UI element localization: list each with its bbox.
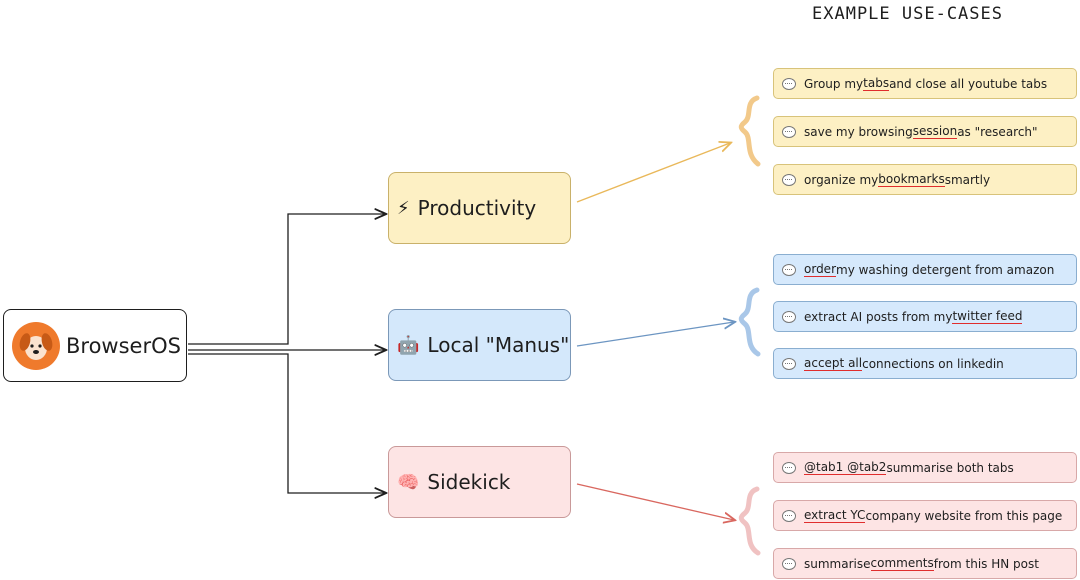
connector-productivity-usecases xyxy=(576,143,730,203)
connector-root-productivity xyxy=(188,214,385,345)
use-case-text: Group my xyxy=(804,76,864,91)
chat-bubble-icon xyxy=(782,77,796,90)
use-case-text: save my browsing xyxy=(804,124,913,139)
chat-bubble-icon xyxy=(782,173,796,186)
use-case-item[interactable]: extract AI posts from my twitter feed xyxy=(773,301,1077,332)
use-case-keyword: comments xyxy=(870,556,934,571)
use-case-keyword: @tab1 @tab2 xyxy=(804,460,887,475)
connector-sidekick-usecases xyxy=(576,483,734,520)
use-case-item[interactable]: @tab1 @tab2 summarise both tabs xyxy=(773,452,1077,483)
chat-bubble-icon xyxy=(782,125,796,138)
lightning-icon: ⚡ xyxy=(397,197,410,219)
robot-icon: 🤖 xyxy=(397,334,420,356)
root-label: BrowserOS xyxy=(66,333,181,358)
use-case-text: summarise xyxy=(804,556,871,571)
use-case-item[interactable]: Group my tabs and close all youtube tabs xyxy=(773,68,1077,99)
browseros-node[interactable]: BrowserOS xyxy=(3,309,187,382)
use-case-item[interactable]: save my browsing session as "research" xyxy=(773,116,1077,147)
category-local-manus[interactable]: 🤖 Local "Manus" xyxy=(388,309,571,381)
use-case-keyword: twitter feed xyxy=(952,309,1023,324)
brace-productivity xyxy=(738,95,761,167)
use-case-text: my washing detergent from amazon xyxy=(836,262,1055,277)
category-label: Local "Manus" xyxy=(427,333,570,357)
use-case-text: smartly xyxy=(944,172,991,187)
use-case-text: as "research" xyxy=(957,124,1038,139)
dog-logo-icon xyxy=(12,321,60,370)
use-cases-title: EXAMPLE USE-CASES xyxy=(812,4,1003,24)
use-case-keyword: bookmarks xyxy=(878,172,945,187)
use-case-text: connections on linkedin xyxy=(862,356,1004,371)
use-case-item[interactable]: summarise comments from this HN post xyxy=(773,548,1077,579)
brain-icon: 🧠 xyxy=(397,471,420,493)
use-case-item[interactable]: order my washing detergent from amazon xyxy=(773,254,1077,285)
brace-sidekick xyxy=(738,486,761,556)
chat-bubble-icon xyxy=(782,357,796,370)
use-case-keyword: accept all xyxy=(804,356,863,371)
use-case-text: extract AI posts from my xyxy=(804,309,953,324)
chat-bubble-icon xyxy=(782,557,796,570)
category-label: Sidekick xyxy=(427,470,511,494)
use-case-item[interactable]: extract YC company website from this pag… xyxy=(773,500,1077,531)
use-case-text: from this HN post xyxy=(933,556,1039,571)
use-case-item[interactable]: accept all connections on linkedin xyxy=(773,348,1077,379)
chat-bubble-icon xyxy=(782,310,796,323)
chat-bubble-icon xyxy=(782,509,796,522)
use-case-text: and close all youtube tabs xyxy=(889,76,1048,91)
use-case-keyword: session xyxy=(912,124,958,139)
use-case-text: summarise both tabs xyxy=(886,460,1014,475)
connector-manus-usecases xyxy=(576,322,734,347)
use-case-keyword: order xyxy=(804,262,836,277)
use-case-keyword: extract YC xyxy=(804,508,866,523)
use-case-item[interactable]: organize my bookmarks smartly xyxy=(773,164,1077,195)
category-sidekick[interactable]: 🧠 Sidekick xyxy=(388,446,571,518)
use-case-text: company website from this page xyxy=(865,508,1063,523)
use-case-text: organize my xyxy=(804,172,879,187)
connector-root-sidekick xyxy=(188,353,385,493)
category-label: Productivity xyxy=(417,196,537,220)
brace-manus xyxy=(738,287,761,357)
chat-bubble-icon xyxy=(782,263,796,276)
category-productivity[interactable]: ⚡ Productivity xyxy=(388,172,571,244)
chat-bubble-icon xyxy=(782,461,796,474)
use-case-keyword: tabs xyxy=(863,76,890,91)
